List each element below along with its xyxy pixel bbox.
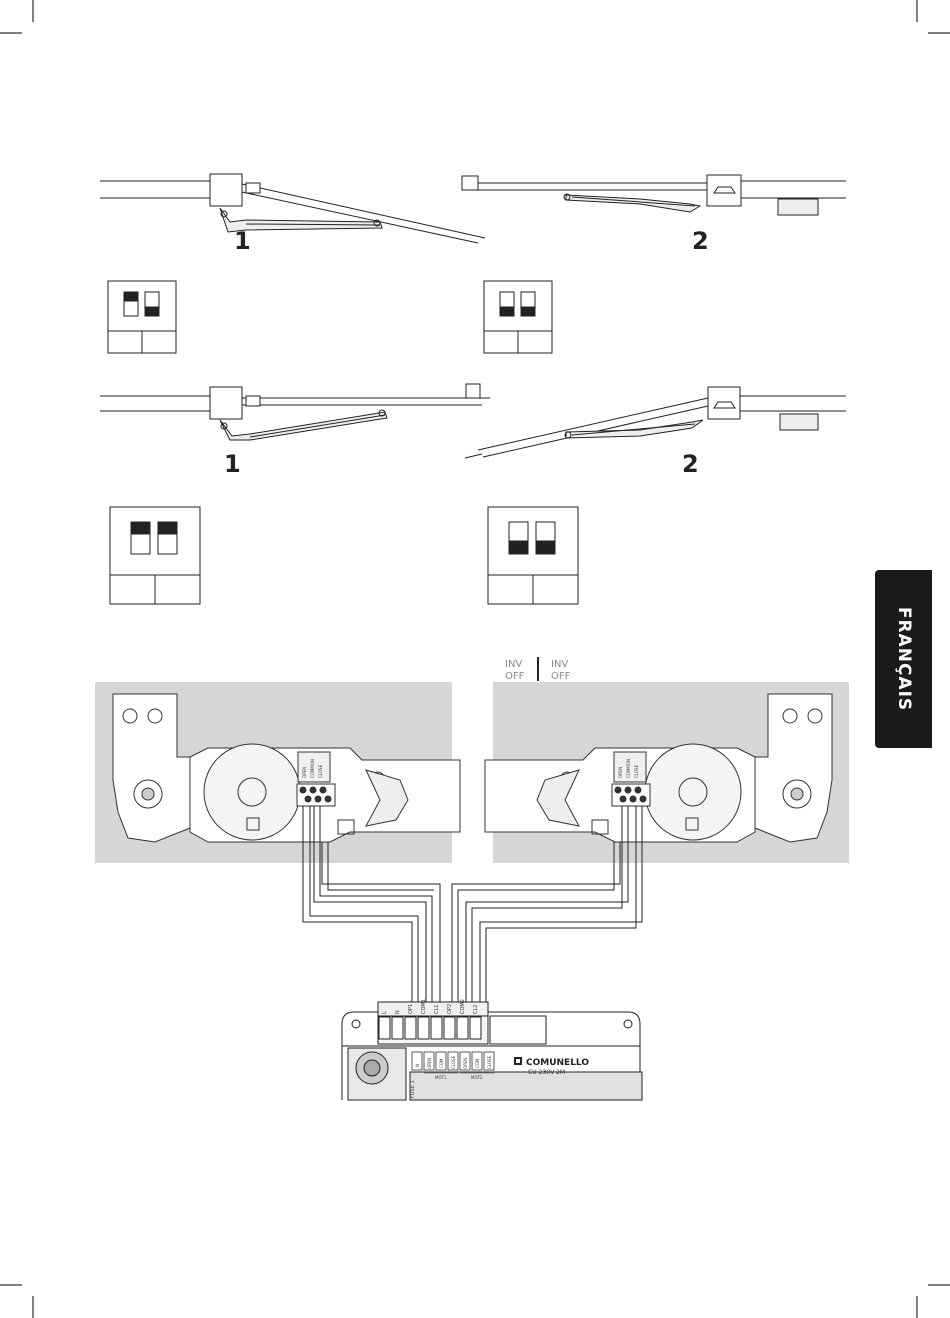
pcb-label-com2: COM xyxy=(475,1058,480,1068)
motor-left-label-open: OPEN xyxy=(302,767,307,778)
fuse-label: FUSE 1 xyxy=(410,1080,416,1098)
dip-switch-box-bottom-left xyxy=(110,507,200,604)
legend-off-left: OFF xyxy=(505,671,525,682)
inv-off-legend: INV OFF INV OFF xyxy=(505,657,571,682)
pcb-label-com1: COM xyxy=(439,1058,444,1068)
pcb-label-open1: OPEN xyxy=(427,1058,432,1069)
legend-inv-right: INV xyxy=(551,659,568,670)
terminal-label-cl1: CL1 xyxy=(434,1005,440,1014)
terminal-label-com1: COM1 xyxy=(421,999,427,1014)
legend-off-right: OFF xyxy=(551,671,571,682)
pcb-label-close1: CLOSE xyxy=(451,1055,456,1069)
motor-right-label-open: OPEN xyxy=(618,767,623,778)
motor-right-label-close: CLOSE xyxy=(634,764,639,778)
terminal-label-op1: OP1 xyxy=(408,1004,414,1014)
step-number-2: 2 xyxy=(692,227,709,255)
step-number-1-bottom: 1 xyxy=(224,450,241,478)
step-number-1: 1 xyxy=(234,227,251,255)
motor-left-label-common: COMMON xyxy=(310,759,315,778)
terminal-label-op2: OP2 xyxy=(447,1004,453,1014)
window-sketch-bottom-right xyxy=(465,387,846,458)
step-number-2-bottom: 2 xyxy=(682,450,699,478)
terminal-label-l: L xyxy=(382,1011,388,1014)
terminal-label-cl2: CL2 xyxy=(473,1005,479,1014)
dip-switch-box-bottom-right xyxy=(488,507,578,604)
terminal-label-com2: COM2 xyxy=(460,999,466,1014)
terminal-label-n: N xyxy=(395,1010,401,1014)
pcb-label-close2: CLOSE xyxy=(487,1055,492,1069)
pcb-label-open2: OPEN xyxy=(463,1058,468,1069)
window-sketch-top-right xyxy=(462,175,846,215)
window-sketch-top-left xyxy=(100,174,485,243)
motor-left-label-close: CLOSE xyxy=(318,764,323,778)
brand-name: COMUNELLO xyxy=(526,1058,589,1068)
pcb-label-mot2: MOT2 xyxy=(471,1075,483,1080)
dip-switch-box-top-right xyxy=(484,281,552,353)
pcb-label-mot1: MOT1 xyxy=(435,1075,447,1080)
pcb-label-n: N xyxy=(415,1064,420,1067)
dip-switch-box-top-left xyxy=(108,281,176,353)
motor-right-label-common: COMMON xyxy=(626,759,631,778)
legend-inv-left: INV xyxy=(505,659,522,670)
model-name: CU-230V-2M xyxy=(528,1069,565,1076)
window-sketch-bottom-left xyxy=(100,384,490,440)
